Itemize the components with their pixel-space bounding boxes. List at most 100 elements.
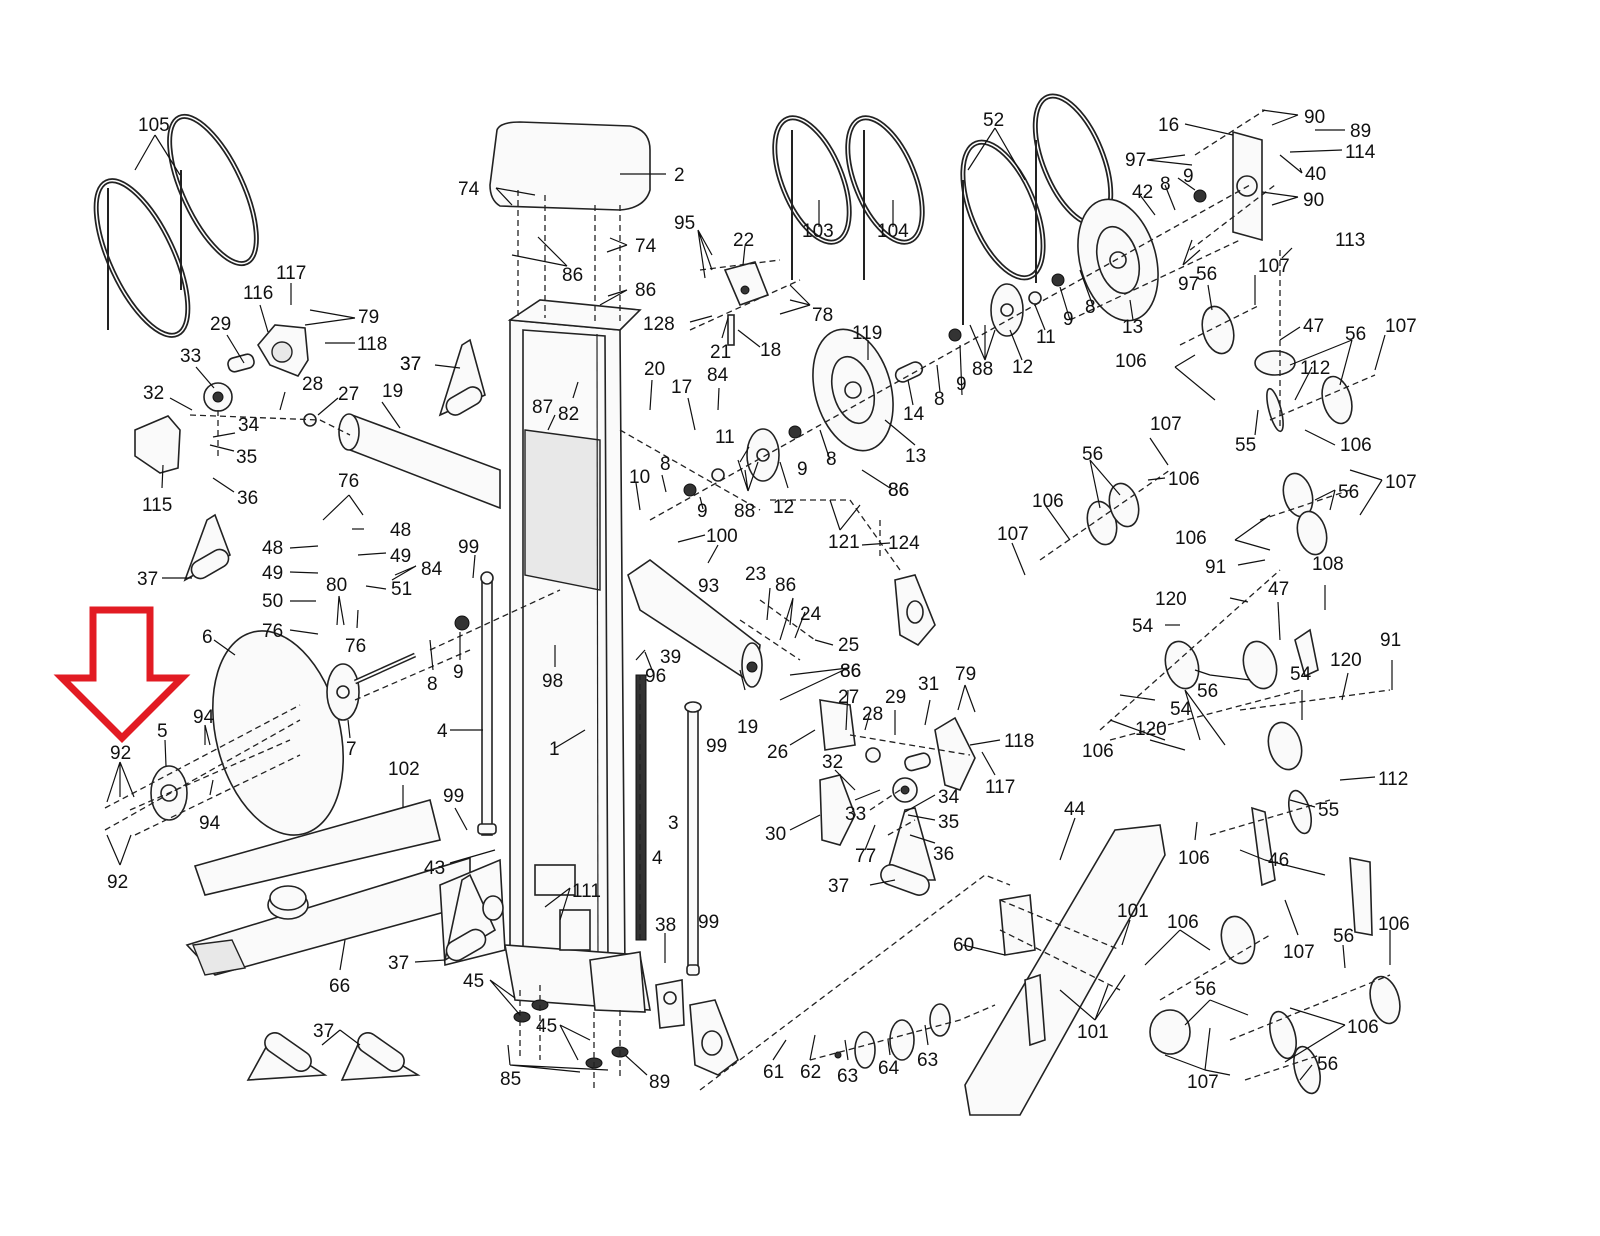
callout-8-mid: 8 [660,454,671,475]
callout-9-mid: 9 [697,501,708,522]
callout-56-lower: 56 [1197,681,1218,702]
pulley-13-top [1077,198,1159,322]
callout-93: 93 [698,576,719,597]
callouts: 105 117 116 79 118 29 33 32 28 27 19 34 … [107,107,1417,1093]
callout-105: 105 [138,115,170,136]
callout-99-lower: 99 [443,786,464,807]
callout-37-base: 37 [388,953,409,974]
flange-12-top [990,283,1024,337]
handle-37-spare-1 [246,1032,328,1081]
bearing-9 [948,328,962,342]
callout-106-46: 106 [1178,848,1210,869]
callout-91-upper: 91 [1205,557,1226,578]
callout-3: 3 [668,813,679,834]
callout-99-bottom: 99 [698,912,719,933]
callout-99-right: 99 [706,736,727,757]
callout-38: 38 [655,915,676,936]
spring-18 [727,314,735,346]
callout-61: 61 [763,1062,784,1083]
callout-118: 118 [357,334,387,355]
callout-13-mid: 13 [905,446,926,467]
callout-80: 80 [326,575,347,596]
callout-27-right: 27 [838,687,859,708]
callout-76-bottom: 76 [345,636,366,657]
callout-89-top: 89 [1350,121,1371,142]
callout-56-mid-right: 56 [1338,482,1359,503]
callout-107-top: 107 [1258,256,1290,277]
bracket-47 [1294,628,1319,678]
seat-frame-44 [964,824,1166,1116]
callout-30: 30 [765,824,786,845]
callout-99-upper: 99 [458,537,479,558]
callout-9-left: 9 [453,662,464,683]
callout-14: 14 [903,404,925,425]
callout-121: 121 [828,532,860,553]
callout-64: 64 [878,1058,900,1079]
callout-18: 18 [760,340,781,361]
callout-79-right: 79 [955,664,976,685]
guide-rod-left [477,571,497,836]
callout-55-top: 55 [1235,435,1256,456]
callout-91-lower: 91 [1380,630,1401,651]
callout-26: 26 [767,742,788,763]
callout-108: 108 [1312,554,1344,575]
callout-51: 51 [391,579,412,600]
arm-lower-right [627,559,763,688]
callout-54-lower: 54 [1170,699,1192,720]
callout-32: 32 [143,383,164,404]
callout-29: 29 [210,314,231,335]
main-frame [489,121,651,1013]
cable-103 [772,115,852,280]
callout-106-lower: 106 [1082,741,1114,762]
callout-60: 60 [953,935,974,956]
callout-76-left: 76 [262,621,283,642]
callout-8-upper-right: 8 [1085,297,1096,318]
callout-85: 85 [500,1069,521,1090]
cover-30 [819,774,856,846]
callout-106-bottom-left: 106 [1167,912,1199,933]
callout-62: 62 [800,1062,821,1083]
callout-12-upper: 12 [1012,357,1033,378]
callout-46: 46 [1268,850,1289,871]
callout-103: 103 [802,221,834,242]
callout-86-right: 86 [888,480,909,501]
leader-lines [106,109,1393,1081]
callout-119: 119 [852,323,882,344]
bushing-27-right [865,747,881,763]
callout-116: 116 [243,283,273,304]
callout-56-bottom-right: 56 [1333,926,1354,947]
callout-28: 28 [302,374,323,395]
callout-54-upper: 54 [1132,616,1154,637]
callout-37-upper: 37 [400,354,421,375]
handle-37-base [443,873,497,962]
callout-120-upper: 120 [1155,589,1187,610]
cover-hanging-2 [689,999,739,1076]
callout-84-right: 84 [707,365,729,386]
callout-106-bottom-right: 106 [1378,914,1410,935]
callout-113: 113 [1335,230,1365,251]
callout-31: 31 [918,674,939,695]
callout-107-mid: 107 [1150,414,1182,435]
callout-45-upper: 45 [463,971,484,992]
callout-42: 42 [1132,182,1153,203]
flange-12-mid [746,428,780,482]
callout-54-right: 54 [1290,664,1312,685]
callout-9-lower-right: 9 [797,459,808,480]
bearing-9 [683,483,697,497]
callout-74-left: 74 [458,179,480,200]
callout-84-left: 84 [421,559,443,580]
callout-106-bottom: 106 [1347,1017,1379,1038]
callout-101-bottom: 101 [1077,1022,1109,1043]
callout-76-top: 76 [338,471,359,492]
bearing-9 [454,615,470,631]
callout-33: 33 [180,346,201,367]
callout-8-top: 8 [1160,174,1171,195]
adjuster-assembly [834,1003,951,1069]
callout-78: 78 [812,305,833,326]
callout-118-right: 118 [1004,731,1034,752]
callout-92-bottom: 92 [107,872,128,893]
callout-94-bottom: 94 [199,813,221,834]
callout-21: 21 [710,342,731,363]
callout-52: 52 [983,110,1004,131]
